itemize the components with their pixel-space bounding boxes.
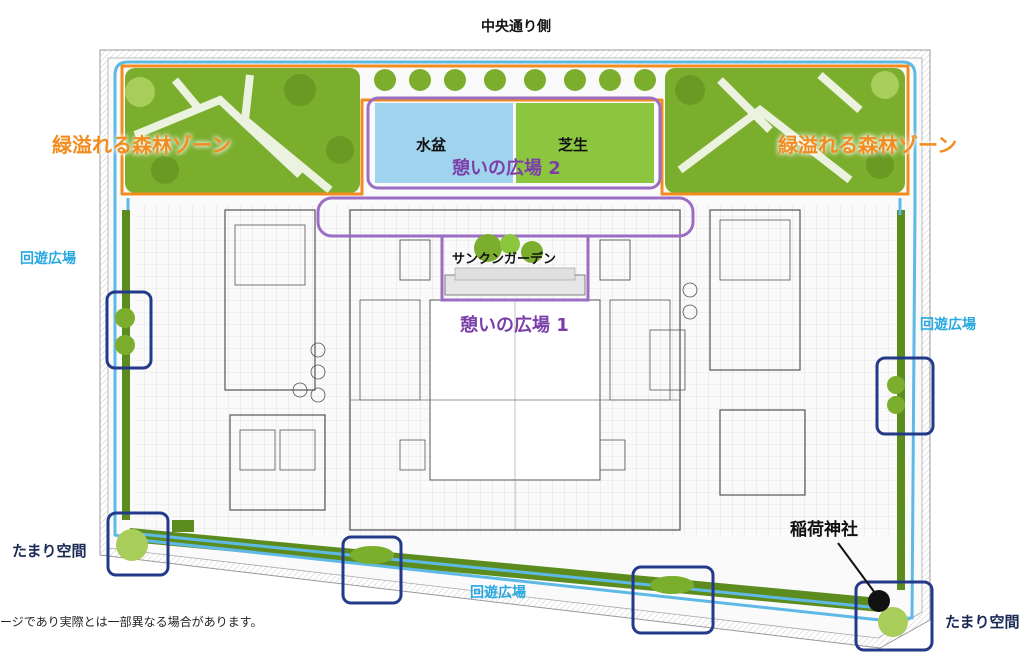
top-label: 中央通り側 [481, 19, 551, 35]
disclaimer-text: ージであり実際とは一部異なる場合があります。 [0, 615, 263, 629]
pocket-label-right: たまり空間 [945, 613, 1020, 631]
hedge-left [122, 210, 130, 520]
pocket-label-left: たまり空間 [12, 542, 87, 560]
sunken-garden-trees [454, 234, 576, 281]
plaza-1-lower-outline [440, 236, 590, 302]
pocket-box-left-mid [105, 290, 153, 370]
shrine-leader-line [837, 542, 876, 594]
pocket-box-right-mid [875, 356, 935, 436]
promenade-loop [113, 60, 917, 622]
forest-zone-left [125, 68, 360, 194]
water-basin [375, 103, 513, 183]
promenade-inner [126, 198, 902, 215]
pocket-box-bottom-mid1 [341, 535, 403, 605]
forest-zone-outline [120, 64, 910, 196]
forest-zone-right-label: 緑溢れる森林ゾーン [778, 133, 957, 157]
pocket-boxes [105, 290, 935, 652]
water-basin-label: 水盆 [416, 136, 447, 154]
shrine-label: 稲荷神社 [790, 520, 858, 540]
plaza-1-label: 憩いの広場 1 [460, 315, 569, 336]
forest-zone-right [665, 68, 905, 193]
lawn-label: 芝生 [558, 136, 589, 154]
pocket-box-bottom-right [854, 580, 934, 652]
hedge-block [172, 520, 194, 532]
promenade-label-left: 回遊広場 [20, 251, 76, 267]
lawn [516, 103, 654, 183]
promenade-bottom-path [129, 531, 881, 610]
plaza-2-label: 憩いの広場 2 [452, 158, 561, 179]
promenade-label-right: 回遊広場 [920, 317, 976, 333]
shrine-marker [868, 590, 890, 612]
pocket-trees [115, 308, 908, 637]
plaza-2-outline [366, 96, 662, 190]
tree-row-top [374, 69, 656, 91]
promenade-label-bottom: 回遊広場 [470, 585, 526, 601]
pocket-box-bottom-left [106, 511, 170, 577]
building-floorplan [135, 205, 895, 535]
forest-zone-left-label: 緑溢れる森林ゾーン [52, 133, 231, 157]
sunken-garden-label: サンクンガーデン [452, 252, 557, 267]
pocket-box-bottom-mid2 [631, 565, 715, 635]
